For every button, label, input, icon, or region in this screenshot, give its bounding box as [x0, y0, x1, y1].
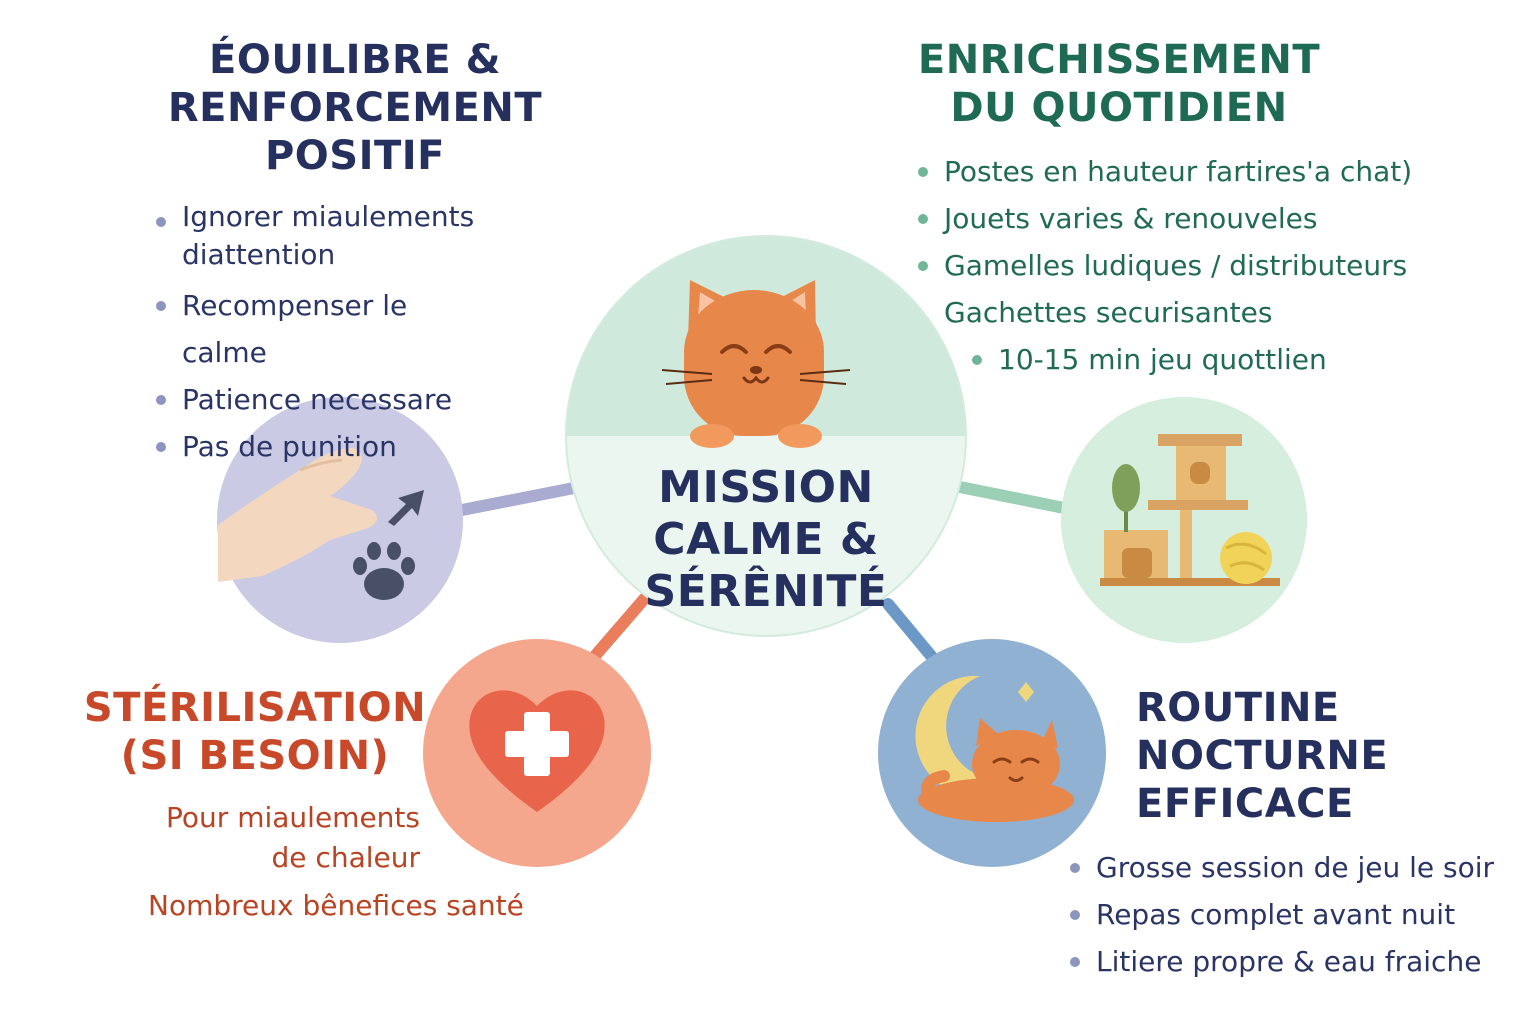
list-item: 10-15 min jeu quottlien	[970, 336, 1476, 383]
connector-bottom-right	[882, 598, 938, 663]
section-equilibre: ÉOUILIBRE & RENFORCEMENT POSITIF Ignorer…	[100, 36, 620, 470]
section-sterilisation: STÉRILISATION (SI BESOIN)	[80, 684, 430, 780]
sleeping-cat-icon	[918, 718, 1074, 822]
section-routine-heading-line2: NOCTURNE	[1136, 733, 1389, 779]
connector-left	[456, 482, 580, 516]
section-equilibre-heading-line1: ÉOUILIBRE &	[209, 37, 501, 83]
section-equilibre-heading-line2: RENFORCEMENT POSITIF	[167, 85, 543, 179]
list-item: Gachettes securisantes	[944, 296, 1273, 329]
section-sterilisation-heading-line1: STÉRILISATION	[83, 685, 427, 731]
cat-face-icon	[661, 280, 851, 448]
connector-right	[954, 481, 1070, 514]
list-item: Grosse session de jeu le soir	[1068, 844, 1518, 891]
center-title-line2: CALME &	[653, 514, 879, 565]
connector-bottom-left	[588, 592, 651, 663]
list-item: Recompenser le calme	[154, 282, 494, 376]
sparkle-icon	[1018, 682, 1034, 702]
sterilisation-line2: de chaleur	[271, 841, 420, 874]
arrow-icon	[388, 490, 424, 526]
section-routine-heading-line3: EFFICACE	[1136, 781, 1354, 827]
section-routine-list: Grosse session de jeu le soir Repas comp…	[1068, 844, 1518, 985]
cat-tree-icon	[1100, 434, 1280, 586]
moon-icon	[915, 675, 1020, 796]
section-routine-heading: ROUTINE NOCTURNE EFFICACE	[1136, 684, 1476, 828]
center-title-line3: SÉRÊNITÉ	[644, 566, 888, 617]
center-title-line1: MISSION	[658, 462, 874, 513]
list-item: Litiere propre & eau fraiche	[1068, 938, 1518, 985]
list-item: Ignorer miaulements diattention	[154, 198, 494, 274]
section-sterilisation-heading-line2: (SI BESOIN)	[120, 733, 390, 779]
paw-icon	[353, 542, 415, 600]
section-enrichissement-heading: ENRICHISSEMENT DU QUOTIDIEN	[914, 36, 1324, 132]
heart-cross-icon	[469, 690, 605, 812]
list-item: Postes en hauteur fartires'a chat)	[916, 148, 1476, 195]
list-item: Repas complet avant nuit	[1068, 891, 1518, 938]
sterilisation-line1: Pour miaulements	[166, 801, 420, 834]
section-enrichissement-heading-line1: ENRICHISSEMENT	[917, 37, 1321, 83]
list-item: Gamelles ludiques / distributeurs	[916, 242, 1476, 289]
section-equilibre-list: Ignorer miaulements diattention Recompen…	[154, 198, 494, 470]
section-routine: ROUTINE NOCTURNE EFFICACE	[1136, 684, 1476, 828]
section-enrichissement: ENRICHISSEMENT DU QUOTIDIEN Postes en ha…	[914, 36, 1474, 383]
section-equilibre-heading: ÉOUILIBRE & RENFORCEMENT POSITIF	[100, 36, 610, 180]
section-routine-heading-line1: ROUTINE	[1136, 685, 1340, 731]
section-sterilisation-text: Pour miaulements de chaleur	[80, 798, 420, 878]
list-item: Patience necessare	[154, 376, 494, 423]
list-item: Jouets varies & renouveles	[916, 195, 1476, 242]
section-enrichissement-list: Postes en hauteur fartires'a chat) Jouet…	[916, 148, 1476, 383]
section-enrichissement-heading-line2: DU QUOTIDIEN	[950, 85, 1288, 131]
center-title: MISSION CALME & SÉRÊNITÉ	[566, 462, 966, 618]
sterilisation-line3-wrap: Nombreux bênefices santé	[148, 886, 568, 926]
list-item: Pas de punition	[154, 423, 494, 470]
sterilisation-line3: Nombreux bênefices santé	[148, 889, 524, 922]
hand-icon	[218, 448, 378, 582]
section-sterilisation-heading: STÉRILISATION (SI BESOIN)	[80, 684, 430, 780]
